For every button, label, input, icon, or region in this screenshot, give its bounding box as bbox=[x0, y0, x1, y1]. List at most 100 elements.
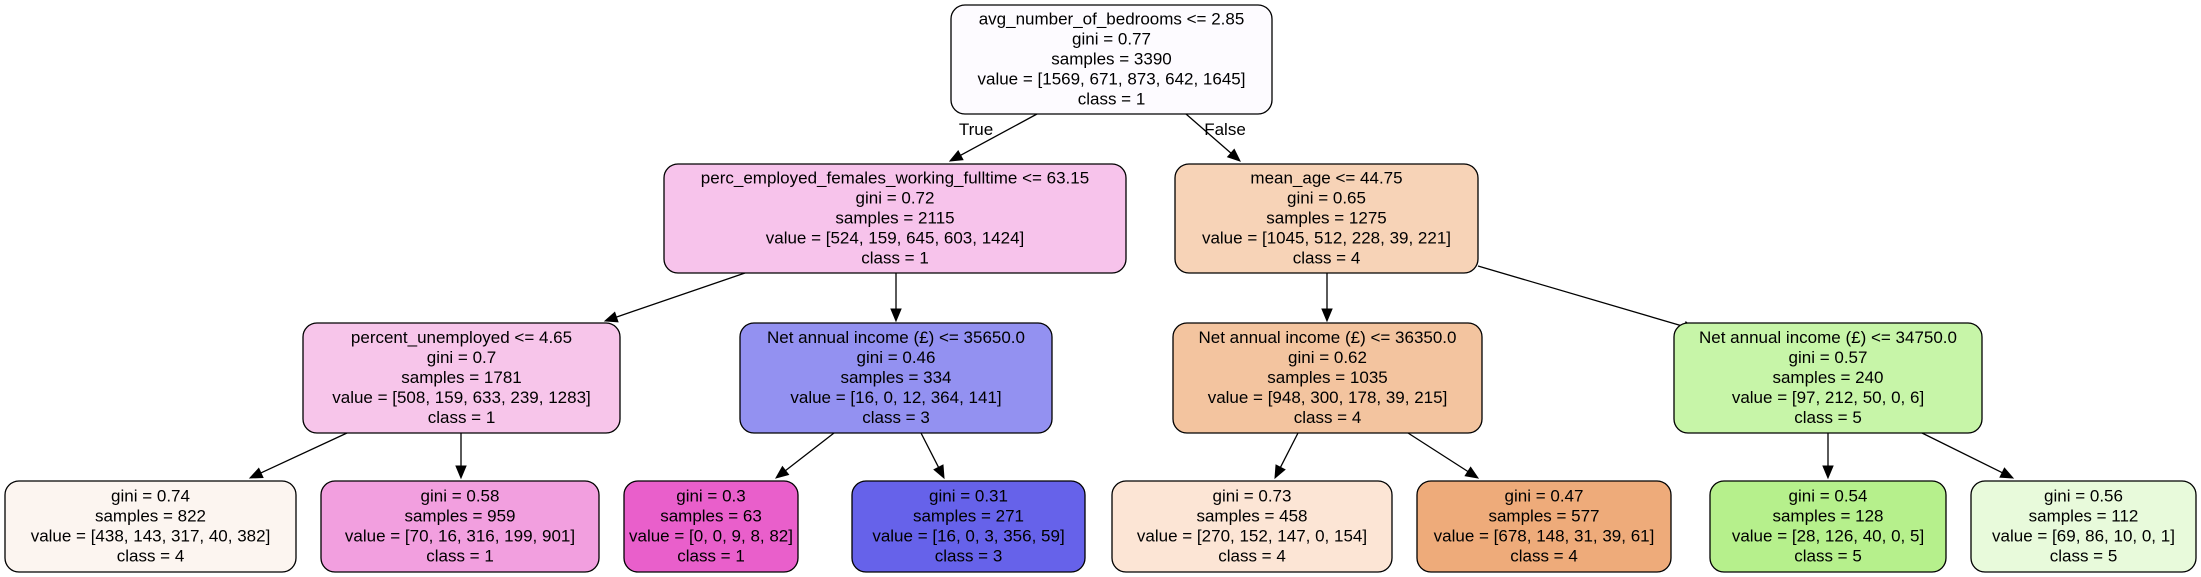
node-text-line: samples = 458 bbox=[1196, 507, 1307, 526]
node-box bbox=[4, 480, 297, 573]
edge-line bbox=[960, 113, 1038, 156]
node-text-line: class = 1 bbox=[861, 249, 929, 268]
node-box bbox=[1709, 480, 1947, 573]
node-box bbox=[739, 322, 1053, 434]
node-box bbox=[1970, 480, 2197, 573]
node-box bbox=[623, 480, 799, 573]
edge-line bbox=[1921, 432, 2003, 474]
node-box bbox=[1416, 480, 1672, 573]
node-text-line: samples = 1275 bbox=[1266, 209, 1387, 228]
edge-n5-n11 bbox=[1274, 432, 1299, 480]
node-text-line: Net annual income (£) <= 35650.0 bbox=[767, 328, 1025, 347]
arrow-head-icon bbox=[1226, 148, 1241, 162]
node-box bbox=[663, 163, 1127, 274]
node-text-line: gini = 0.65 bbox=[1287, 189, 1366, 208]
node-text-line: samples = 63 bbox=[660, 507, 762, 526]
edges-layer: True False bbox=[248, 113, 2015, 480]
edge-n3-n7 bbox=[248, 432, 348, 479]
node-text-line: samples = 128 bbox=[1772, 507, 1883, 526]
node-text-line: class = 4 bbox=[117, 547, 185, 566]
edge-line bbox=[920, 432, 940, 468]
edge-line bbox=[260, 432, 348, 474]
edge-n5-n12 bbox=[1407, 432, 1480, 479]
node-text-line: gini = 0.46 bbox=[857, 348, 936, 367]
node-text-line: gini = 0.31 bbox=[929, 487, 1008, 506]
node-box bbox=[950, 4, 1273, 115]
arrow-head-icon bbox=[1321, 308, 1333, 323]
node-text-line: samples = 271 bbox=[913, 507, 1024, 526]
arrow-head-icon bbox=[1822, 465, 1834, 480]
node-text-line: class = 5 bbox=[1794, 408, 1862, 427]
node-text-line: mean_age <= 44.75 bbox=[1250, 169, 1402, 188]
node-text-line: class = 3 bbox=[862, 408, 930, 427]
node-text-line: gini = 0.3 bbox=[676, 487, 745, 506]
edge-n6-n13 bbox=[1822, 433, 1834, 480]
edge-n6-n14 bbox=[1921, 432, 2015, 479]
node-text-line: gini = 0.77 bbox=[1072, 30, 1151, 49]
arrow-head-icon bbox=[1274, 464, 1286, 480]
node-text-line: class = 4 bbox=[1293, 249, 1361, 268]
arrow-head-icon bbox=[1464, 466, 1480, 479]
node-text-line: gini = 0.58 bbox=[421, 487, 500, 506]
node-text-line: samples = 959 bbox=[404, 507, 515, 526]
edge-n0-n1: True bbox=[948, 113, 1038, 162]
edge-line bbox=[1477, 265, 1685, 328]
node-text-line: gini = 0.62 bbox=[1288, 348, 1367, 367]
edge-n1-n4 bbox=[890, 273, 902, 323]
node-text-line: samples = 3390 bbox=[1051, 50, 1172, 69]
node-text-line: gini = 0.73 bbox=[1213, 487, 1292, 506]
edge-line bbox=[1407, 432, 1469, 473]
node-text-line: class = 4 bbox=[1294, 408, 1362, 427]
arrow-head-icon bbox=[933, 464, 945, 480]
node-text-line: gini = 0.54 bbox=[1789, 487, 1868, 506]
node-text-line: gini = 0.47 bbox=[1505, 487, 1584, 506]
node-text-line: value = [270, 152, 147, 0, 154] bbox=[1137, 527, 1367, 546]
node-text-line: gini = 0.7 bbox=[427, 348, 496, 367]
node-box bbox=[1172, 322, 1483, 434]
node-text-line: gini = 0.74 bbox=[111, 487, 190, 506]
node-text-line: samples = 112 bbox=[2029, 507, 2139, 526]
node-text-line: samples = 240 bbox=[1772, 368, 1883, 387]
node-text-line: gini = 0.72 bbox=[856, 189, 935, 208]
node-text-line: value = [524, 159, 645, 603, 1424] bbox=[766, 229, 1025, 248]
node-text-line: samples = 1781 bbox=[401, 368, 522, 387]
edge-label: False bbox=[1204, 120, 1246, 139]
node-text-line: samples = 822 bbox=[95, 507, 206, 526]
edge-n2-n6 bbox=[1477, 265, 1698, 332]
node-text-line: value = [1045, 512, 228, 39, 221] bbox=[1202, 229, 1451, 248]
node-text-line: value = [16, 0, 12, 364, 141] bbox=[790, 388, 1001, 407]
edge-line bbox=[1279, 432, 1299, 468]
node-text-line: value = [69, 86, 10, 0, 1] bbox=[1992, 527, 2175, 546]
node-text-line: class = 4 bbox=[1510, 547, 1578, 566]
arrow-head-icon bbox=[248, 467, 264, 479]
node-text-line: class = 1 bbox=[1078, 90, 1146, 109]
edge-label: True bbox=[959, 120, 993, 139]
node-text-line: samples = 1035 bbox=[1267, 368, 1388, 387]
node-text-line: class = 1 bbox=[428, 408, 496, 427]
node-text-line: class = 1 bbox=[677, 547, 745, 566]
node-text-line: class = 5 bbox=[1794, 547, 1862, 566]
node-text-line: Net annual income (£) <= 34750.0 bbox=[1699, 328, 1957, 347]
node-text-line: value = [508, 159, 633, 239, 1283] bbox=[332, 388, 591, 407]
node-text-line: samples = 334 bbox=[840, 368, 951, 387]
edge-line bbox=[1185, 113, 1232, 154]
node-text-line: samples = 2115 bbox=[835, 209, 954, 228]
arrow-head-icon bbox=[948, 149, 964, 162]
node-text-line: class = 3 bbox=[935, 547, 1003, 566]
node-text-line: percent_unemployed <= 4.65 bbox=[351, 328, 572, 347]
node-text-line: class = 4 bbox=[1218, 547, 1286, 566]
edge-n1-n3 bbox=[603, 272, 746, 323]
edge-n0-n2: False bbox=[1185, 113, 1246, 162]
node-text-line: value = [678, 148, 31, 39, 61] bbox=[1434, 527, 1655, 546]
node-box bbox=[302, 322, 621, 434]
